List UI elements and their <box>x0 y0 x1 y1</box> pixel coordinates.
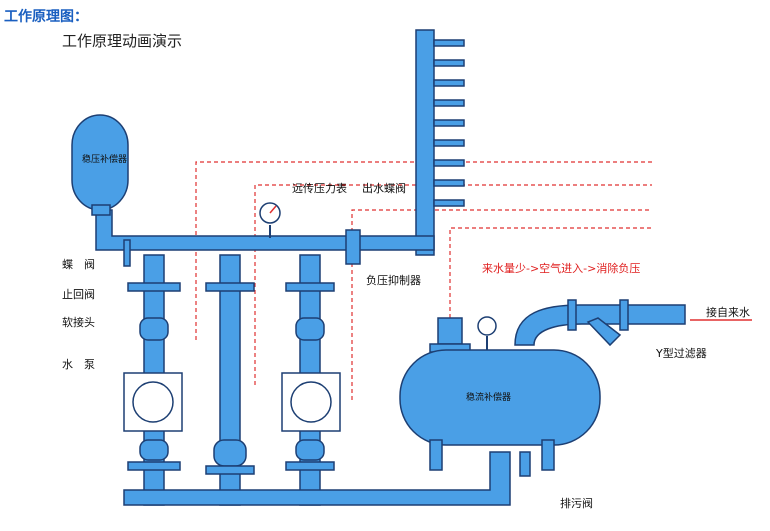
signal-lines <box>195 161 652 400</box>
pump-left-fan-icon <box>132 381 174 423</box>
label-tank-main: 稳流补偿器 <box>466 391 511 403</box>
riser-pipe <box>415 29 465 256</box>
stabilizer-tank-left <box>71 114 129 216</box>
signal-line-3 <box>351 209 652 400</box>
section-heading: 工作原理图： <box>4 9 88 25</box>
label-negative-suppressor: 负压抑制器 <box>366 273 421 287</box>
label-pump: 水 泵 <box>62 358 95 371</box>
label-red-note: 来水量少->空气进入->消除负压 <box>482 261 640 275</box>
label-outlet-valve: 出水蝶阀 <box>362 181 406 195</box>
pump-column-left <box>123 254 183 506</box>
outlet-valve-icon <box>345 229 361 265</box>
label-butterfly-valve: 蝶 阀 <box>62 257 95 271</box>
negative-pressure-suppressor <box>429 317 471 353</box>
tank-gauge-icon <box>477 316 497 336</box>
riser-outlets <box>433 39 465 207</box>
label-tank-left: 稳压补偿器 <box>82 153 127 165</box>
inlet-pipe <box>514 299 752 347</box>
stabilizer-tank-main <box>399 349 601 471</box>
label-drain-valve: 排污阀 <box>560 496 593 510</box>
signal-line-4 <box>449 227 652 318</box>
signal-line-2 <box>254 184 652 385</box>
pump-column-middle <box>205 254 255 506</box>
tank-pressure-gauge <box>477 316 497 350</box>
y-filter-icon <box>586 317 622 347</box>
label-remote-gauge: 远传压力表 <box>292 181 347 195</box>
label-y-filter: Y型过滤器 <box>655 346 707 360</box>
remote-pressure-gauge <box>259 202 281 238</box>
label-check-valve: 止回阀 <box>62 287 95 301</box>
pump-column-right <box>281 254 341 506</box>
label-inlet: 接自来水 <box>706 306 750 319</box>
drain-valve-icon <box>519 451 531 477</box>
header-flange <box>123 239 131 267</box>
diagram-subtitle: 工作原理动画演示 <box>62 32 183 50</box>
signal-line-1 <box>195 161 652 340</box>
label-soft-joint: 软接头 <box>62 315 95 329</box>
bottom-header-pipe <box>123 451 511 506</box>
pump-right-fan-icon <box>290 381 332 423</box>
